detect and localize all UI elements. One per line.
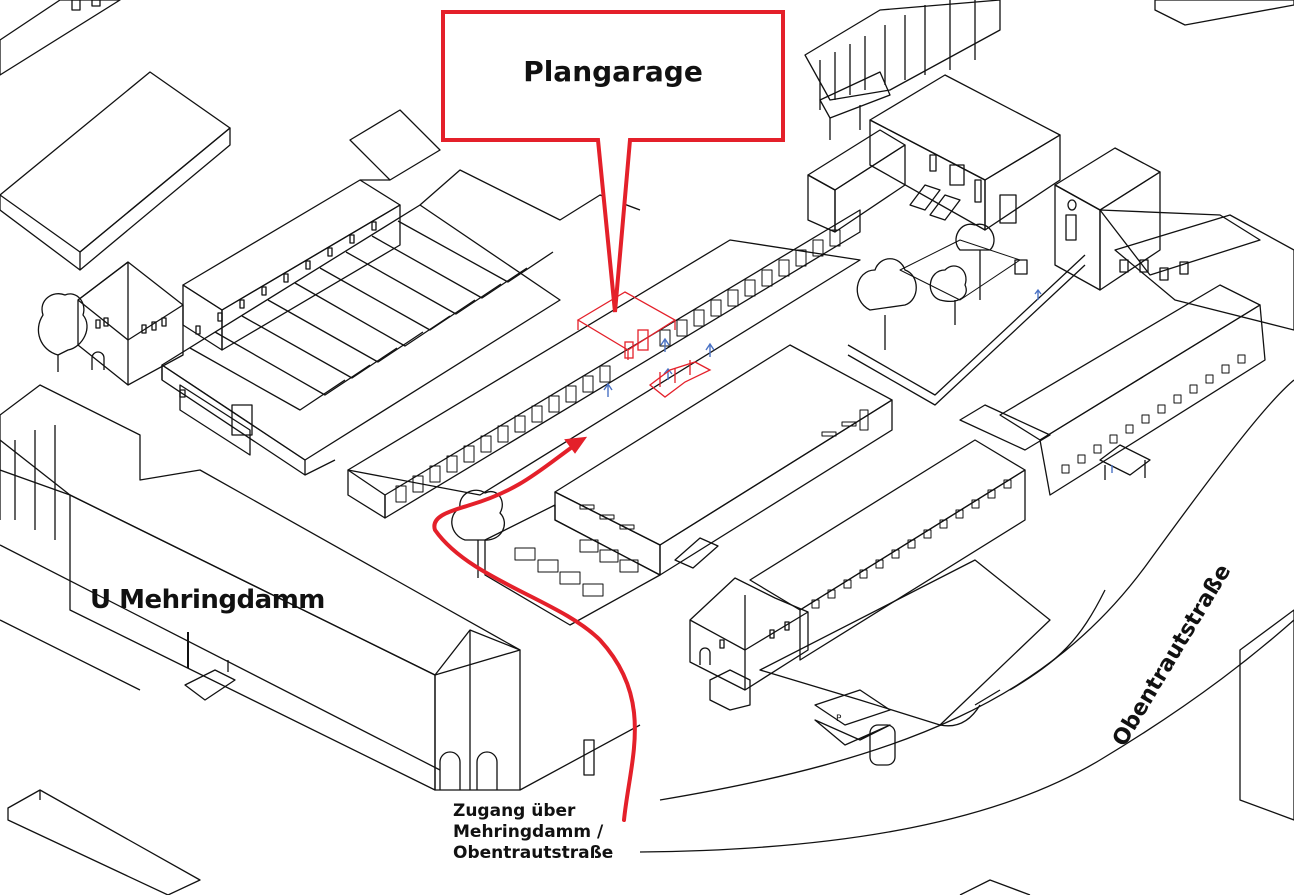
subway-building xyxy=(0,384,641,791)
plangarage-highlight xyxy=(576,291,712,398)
access-note-line-2: Mehringdamm / xyxy=(453,822,604,842)
people-markers xyxy=(603,288,1113,473)
access-route-arrow xyxy=(432,436,637,822)
plangarage-callout-title: Plangarage xyxy=(523,54,703,88)
garage-row xyxy=(347,209,861,519)
dumpster-yard xyxy=(484,504,719,626)
central-hall xyxy=(554,344,893,576)
gabled-house-left xyxy=(77,261,184,386)
tree-left xyxy=(37,293,88,372)
sawtooth-hall xyxy=(161,169,641,476)
building-north-center xyxy=(804,0,1001,140)
east-long-building xyxy=(959,284,1266,496)
building-top-right-corner xyxy=(1154,0,1294,26)
gabled-house-south xyxy=(689,577,809,711)
fenced-garden xyxy=(847,223,1086,406)
station-label: U Mehringdamm xyxy=(90,585,325,615)
tree-entrance xyxy=(451,489,505,578)
building-east-block xyxy=(807,74,1061,233)
tower-east xyxy=(1054,147,1294,331)
parking-sign: P xyxy=(836,714,842,724)
access-note-line-3: Obentrautstraße xyxy=(453,843,614,863)
building-top-left xyxy=(0,71,231,271)
building-lower-left xyxy=(7,789,201,895)
access-note: Zugang über Mehringdamm / Obentrautstraß… xyxy=(453,801,613,864)
roads xyxy=(639,379,1294,895)
plangarage-callout xyxy=(441,10,785,313)
station-canopy xyxy=(759,559,1051,766)
south-long-building xyxy=(749,439,1026,661)
building-top-left-edge xyxy=(0,0,121,76)
parked-cars-top xyxy=(909,184,961,221)
access-note-line-1: Zugang über xyxy=(453,801,576,821)
